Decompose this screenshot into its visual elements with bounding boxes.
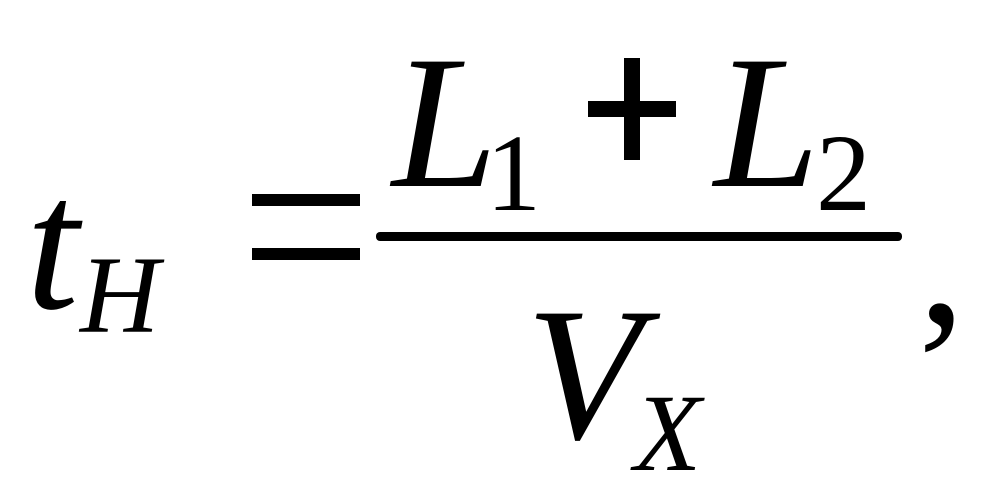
lhs-subscript: H [80,234,160,356]
equals-bar-bottom [252,248,360,260]
denominator-symbol: V [526,270,643,480]
lhs-symbol: t [26,140,79,350]
denominator-subscript: X [634,372,702,494]
trailing-comma: , [918,155,966,365]
numerator-term2-subscript: 2 [816,112,871,234]
plus-sign [588,58,676,160]
numerator-term2-symbol: L [714,18,820,228]
fraction-bar [376,232,902,241]
numerator-term1-subscript: 1 [486,112,541,234]
equals-bar-top [252,194,360,206]
equals-sign [252,194,360,260]
plus-vertical [624,58,640,160]
numerator-term1-symbol: L [392,18,498,228]
